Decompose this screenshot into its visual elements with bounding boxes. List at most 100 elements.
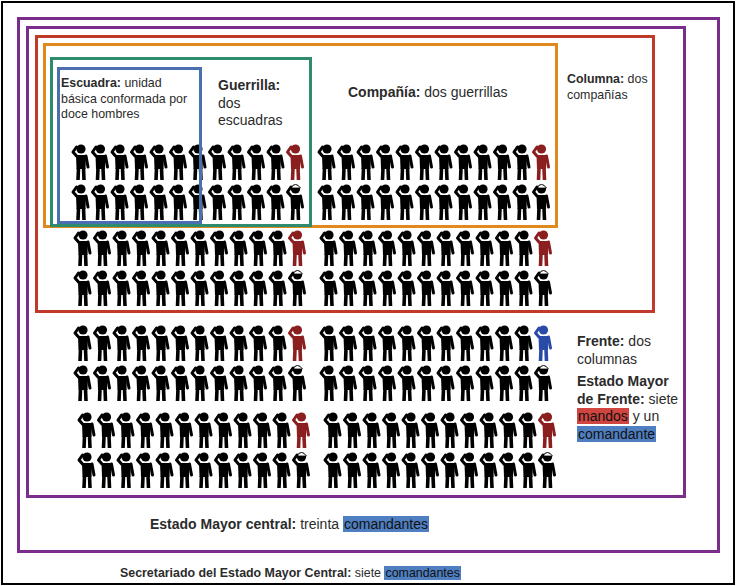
soldier-figure [514, 144, 529, 180]
central-staff-box: Estado Mayor central: treinta comandante… [17, 17, 720, 553]
soldier-figure [231, 270, 246, 306]
soldier-figure [364, 412, 379, 448]
soldier-figure [274, 412, 289, 448]
soldier-figure [93, 184, 108, 220]
soldier-figure [212, 270, 227, 306]
soldier-figure [319, 184, 334, 220]
body-text: siete comandantes [355, 566, 461, 580]
soldier-figure [380, 325, 395, 361]
word: y [633, 408, 640, 424]
soldier-figure [358, 144, 373, 180]
word: dos [424, 84, 447, 100]
soldier-figure [173, 365, 188, 401]
soldier-figure [380, 230, 395, 266]
heading-text: Estado Mayor central: [150, 516, 296, 532]
soldier-figure [341, 365, 356, 401]
soldier-figure [495, 144, 510, 180]
soldier-figure [270, 325, 285, 361]
soldier-figure [516, 230, 531, 266]
soldier-figure [358, 184, 373, 220]
soldier-figure [249, 184, 264, 220]
soldier-figure [481, 412, 496, 448]
soldier-figure [274, 452, 289, 488]
soldier-figure [99, 452, 114, 488]
soldier-figure [212, 365, 227, 401]
soldier-figure [438, 230, 453, 266]
soldier-figure [516, 270, 531, 306]
soldier-figure [436, 184, 451, 220]
front-box: Frente: dos columnasEstado Mayor de Fren… [26, 26, 686, 498]
soldier-figure [497, 230, 512, 266]
soldier-figure [231, 365, 246, 401]
soldier-figure [378, 184, 393, 220]
soldier-figure [192, 365, 207, 401]
column-box: Columna: dos compañíasCompañía: dos guer… [35, 35, 655, 313]
soldier-figure [192, 325, 207, 361]
word: doce [61, 107, 88, 121]
soldier-figure [93, 144, 108, 180]
soldier-figure [157, 452, 172, 488]
word: siete [355, 566, 381, 580]
company-box: Compañía: dos guerrillasGuerrilla: dos e… [43, 43, 558, 228]
squad-box: Escuadra: unidad básica conformada por d… [57, 67, 202, 224]
soldier-figure [458, 365, 473, 401]
soldier-figure [132, 184, 147, 220]
soldier-figure [325, 412, 340, 448]
soldier-figure [212, 325, 227, 361]
word: comandante [577, 426, 656, 442]
soldier-figure [99, 412, 114, 448]
soldier-figure [79, 412, 94, 448]
soldier-figure [75, 230, 90, 266]
word: básica [61, 92, 97, 106]
soldier-figure [321, 365, 336, 401]
soldier-figure [134, 230, 149, 266]
soldier-figure [270, 230, 285, 266]
soldier-figure [456, 184, 471, 220]
soldier-figure [114, 230, 129, 266]
soldier-figure [73, 184, 88, 220]
soldier-figure [325, 452, 340, 488]
soldier-figure [173, 270, 188, 306]
soldier-figure [79, 452, 94, 488]
soldier-figure [345, 412, 360, 448]
soldier-figure [290, 325, 305, 361]
word: conformada [100, 92, 165, 106]
word: por [169, 92, 187, 106]
soldier-figure [341, 325, 356, 361]
soldier-figure [497, 270, 512, 306]
soldier-figure [95, 270, 110, 306]
soldier-figure [364, 452, 379, 488]
soldier-figure [458, 270, 473, 306]
soldier-figure [134, 325, 149, 361]
body-text: dos guerrillas [424, 84, 507, 100]
soldier-figure [118, 412, 133, 448]
label-block: Secretariado del Estado Mayor Central: s… [120, 566, 640, 582]
soldier-figure [477, 365, 492, 401]
soldier-figure [516, 325, 531, 361]
soldier-figure [495, 184, 510, 220]
soldier-figure [497, 365, 512, 401]
soldier-figure [171, 184, 186, 220]
soldier-figure [536, 365, 551, 401]
soldier-figure [294, 412, 309, 448]
soldier-figure [403, 412, 418, 448]
soldier-figure [360, 270, 375, 306]
soldier-figure [251, 365, 266, 401]
soldier-figure [399, 230, 414, 266]
soldier-figure [251, 325, 266, 361]
soldier-figure [216, 452, 231, 488]
soldier-figure [190, 144, 205, 180]
soldier-figure [190, 184, 205, 220]
soldier-figure [477, 325, 492, 361]
soldier-figure [216, 412, 231, 448]
word: guerrillas [451, 84, 508, 100]
soldier-figure [268, 144, 283, 180]
word: escuadras [218, 112, 283, 128]
label-block: Frente: dos columnas [577, 333, 681, 368]
soldier-figure [75, 270, 90, 306]
soldier-figure [114, 325, 129, 361]
soldier-figure [419, 270, 434, 306]
soldier-figure [341, 230, 356, 266]
soldier-figure [192, 230, 207, 266]
word: dos [628, 72, 648, 86]
